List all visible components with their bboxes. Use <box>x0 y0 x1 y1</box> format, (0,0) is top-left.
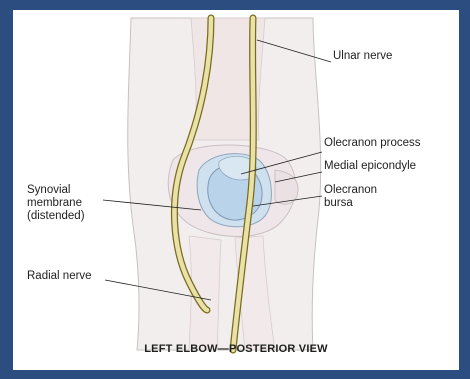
ulnar-nerve-label: Ulnar nerve <box>333 50 392 63</box>
medial-epicondyle-label: Medial epicondyle <box>324 160 416 173</box>
olecranon-process-label: Olecranon process <box>324 137 421 150</box>
diagram-caption: LEFT ELBOW—POSTERIOR VIEW <box>13 343 459 355</box>
radial-nerve-label: Radial nerve <box>27 270 92 283</box>
diagram-panel: Ulnar nerve Olecranon process Medial epi… <box>13 10 459 370</box>
synovial-membrane-label: Synovial membrane (distended) <box>27 184 85 223</box>
olecranon-bursa-label: Olecranon bursa <box>324 184 377 210</box>
